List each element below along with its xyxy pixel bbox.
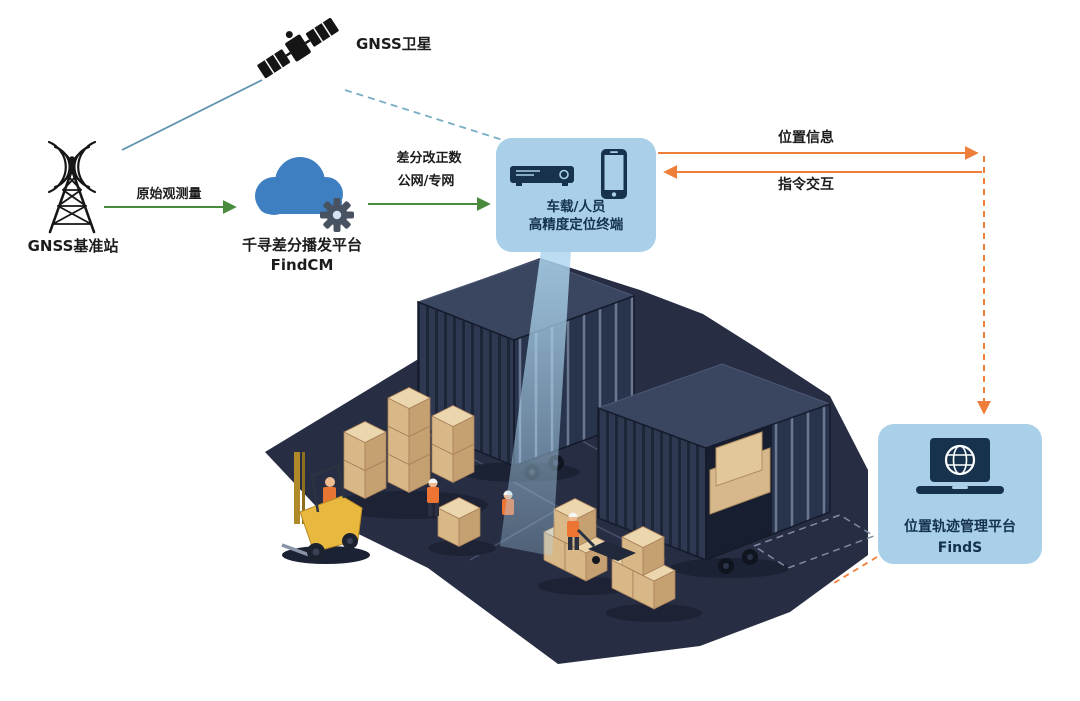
base-station-label: GNSS基准站	[27, 237, 119, 255]
cloud-platform-name: 千寻差分播发平台	[241, 236, 363, 254]
satellite-label: GNSS卫星	[356, 35, 432, 53]
link-satellite-base	[121, 79, 263, 151]
cloud-icon	[255, 157, 343, 215]
terminal-panel: 车载/人员 高精度定位终端	[496, 138, 656, 252]
cloud-platform-icon	[255, 157, 354, 232]
platform-name: 位置轨迹管理平台	[904, 519, 1016, 535]
link-satellite-terminal	[344, 89, 507, 142]
command-interaction-label: 指令交互	[778, 177, 834, 193]
worker	[427, 478, 439, 516]
warehouse-scene	[265, 258, 876, 664]
platform-product: FindS	[937, 540, 983, 556]
geofence-dashed-area	[752, 514, 876, 569]
diff-correction-label: 差分改正数	[396, 151, 462, 166]
gear-icon	[320, 198, 354, 232]
network-label: 公网/专网	[397, 174, 455, 189]
forklift	[281, 452, 370, 564]
position-info-label: 位置信息	[778, 130, 834, 146]
terminal-label-line1: 车载/人员	[546, 199, 606, 215]
platform-panel: 位置轨迹管理平台 FindS	[878, 424, 1042, 564]
container-right	[596, 363, 832, 578]
laptop-globe-icon	[916, 438, 1004, 494]
terminal-label-line2: 高精度定位终端	[528, 217, 624, 233]
smartphone-icon	[601, 149, 627, 199]
worker-pallet-jack	[567, 512, 636, 564]
cloud-platform-product: FindCM	[270, 256, 334, 274]
receiver-icon	[510, 166, 574, 186]
raw-observation-label: 原始观测量	[136, 187, 202, 202]
base-station-icon	[47, 140, 97, 234]
positioning-beam	[500, 250, 571, 556]
link-platform-scene	[833, 556, 878, 584]
gnss-satellite-icon	[257, 17, 339, 79]
